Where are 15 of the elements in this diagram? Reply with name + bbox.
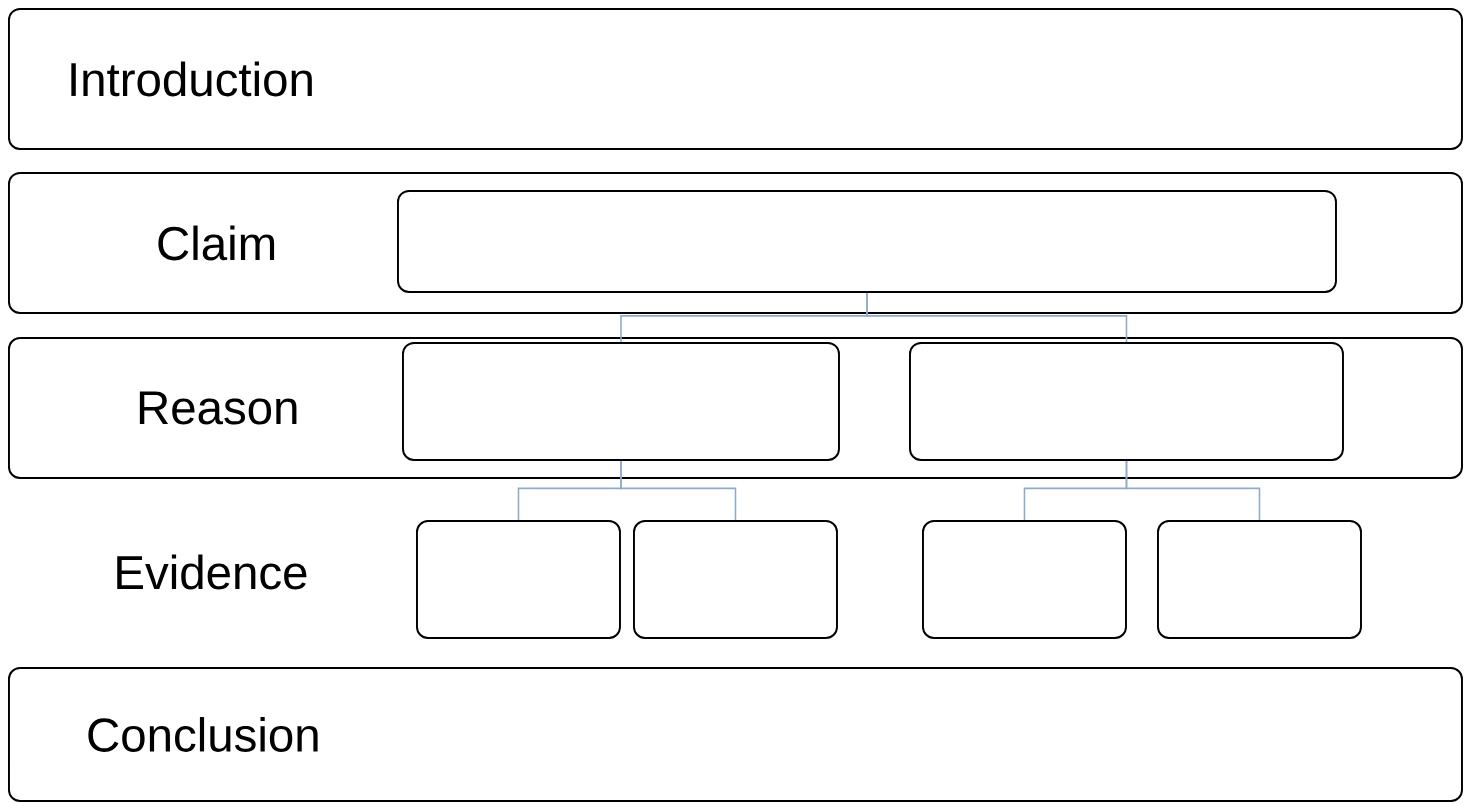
empty-box [402, 342, 840, 461]
connector [866, 292, 1128, 343]
empty-box [397, 190, 1337, 293]
empty-box [1157, 520, 1362, 639]
empty-box [416, 520, 621, 639]
row-label: Evidence [117, 554, 307, 590]
section-band: Conclusion [8, 667, 1463, 802]
connector [1125, 460, 1261, 521]
empty-box [922, 520, 1127, 639]
connector [620, 460, 737, 521]
section-band: Reason [8, 337, 1463, 479]
empty-box [909, 342, 1344, 461]
section-band: Claim [8, 172, 1463, 314]
empty-box [633, 520, 838, 639]
section-band: Introduction [8, 8, 1463, 150]
